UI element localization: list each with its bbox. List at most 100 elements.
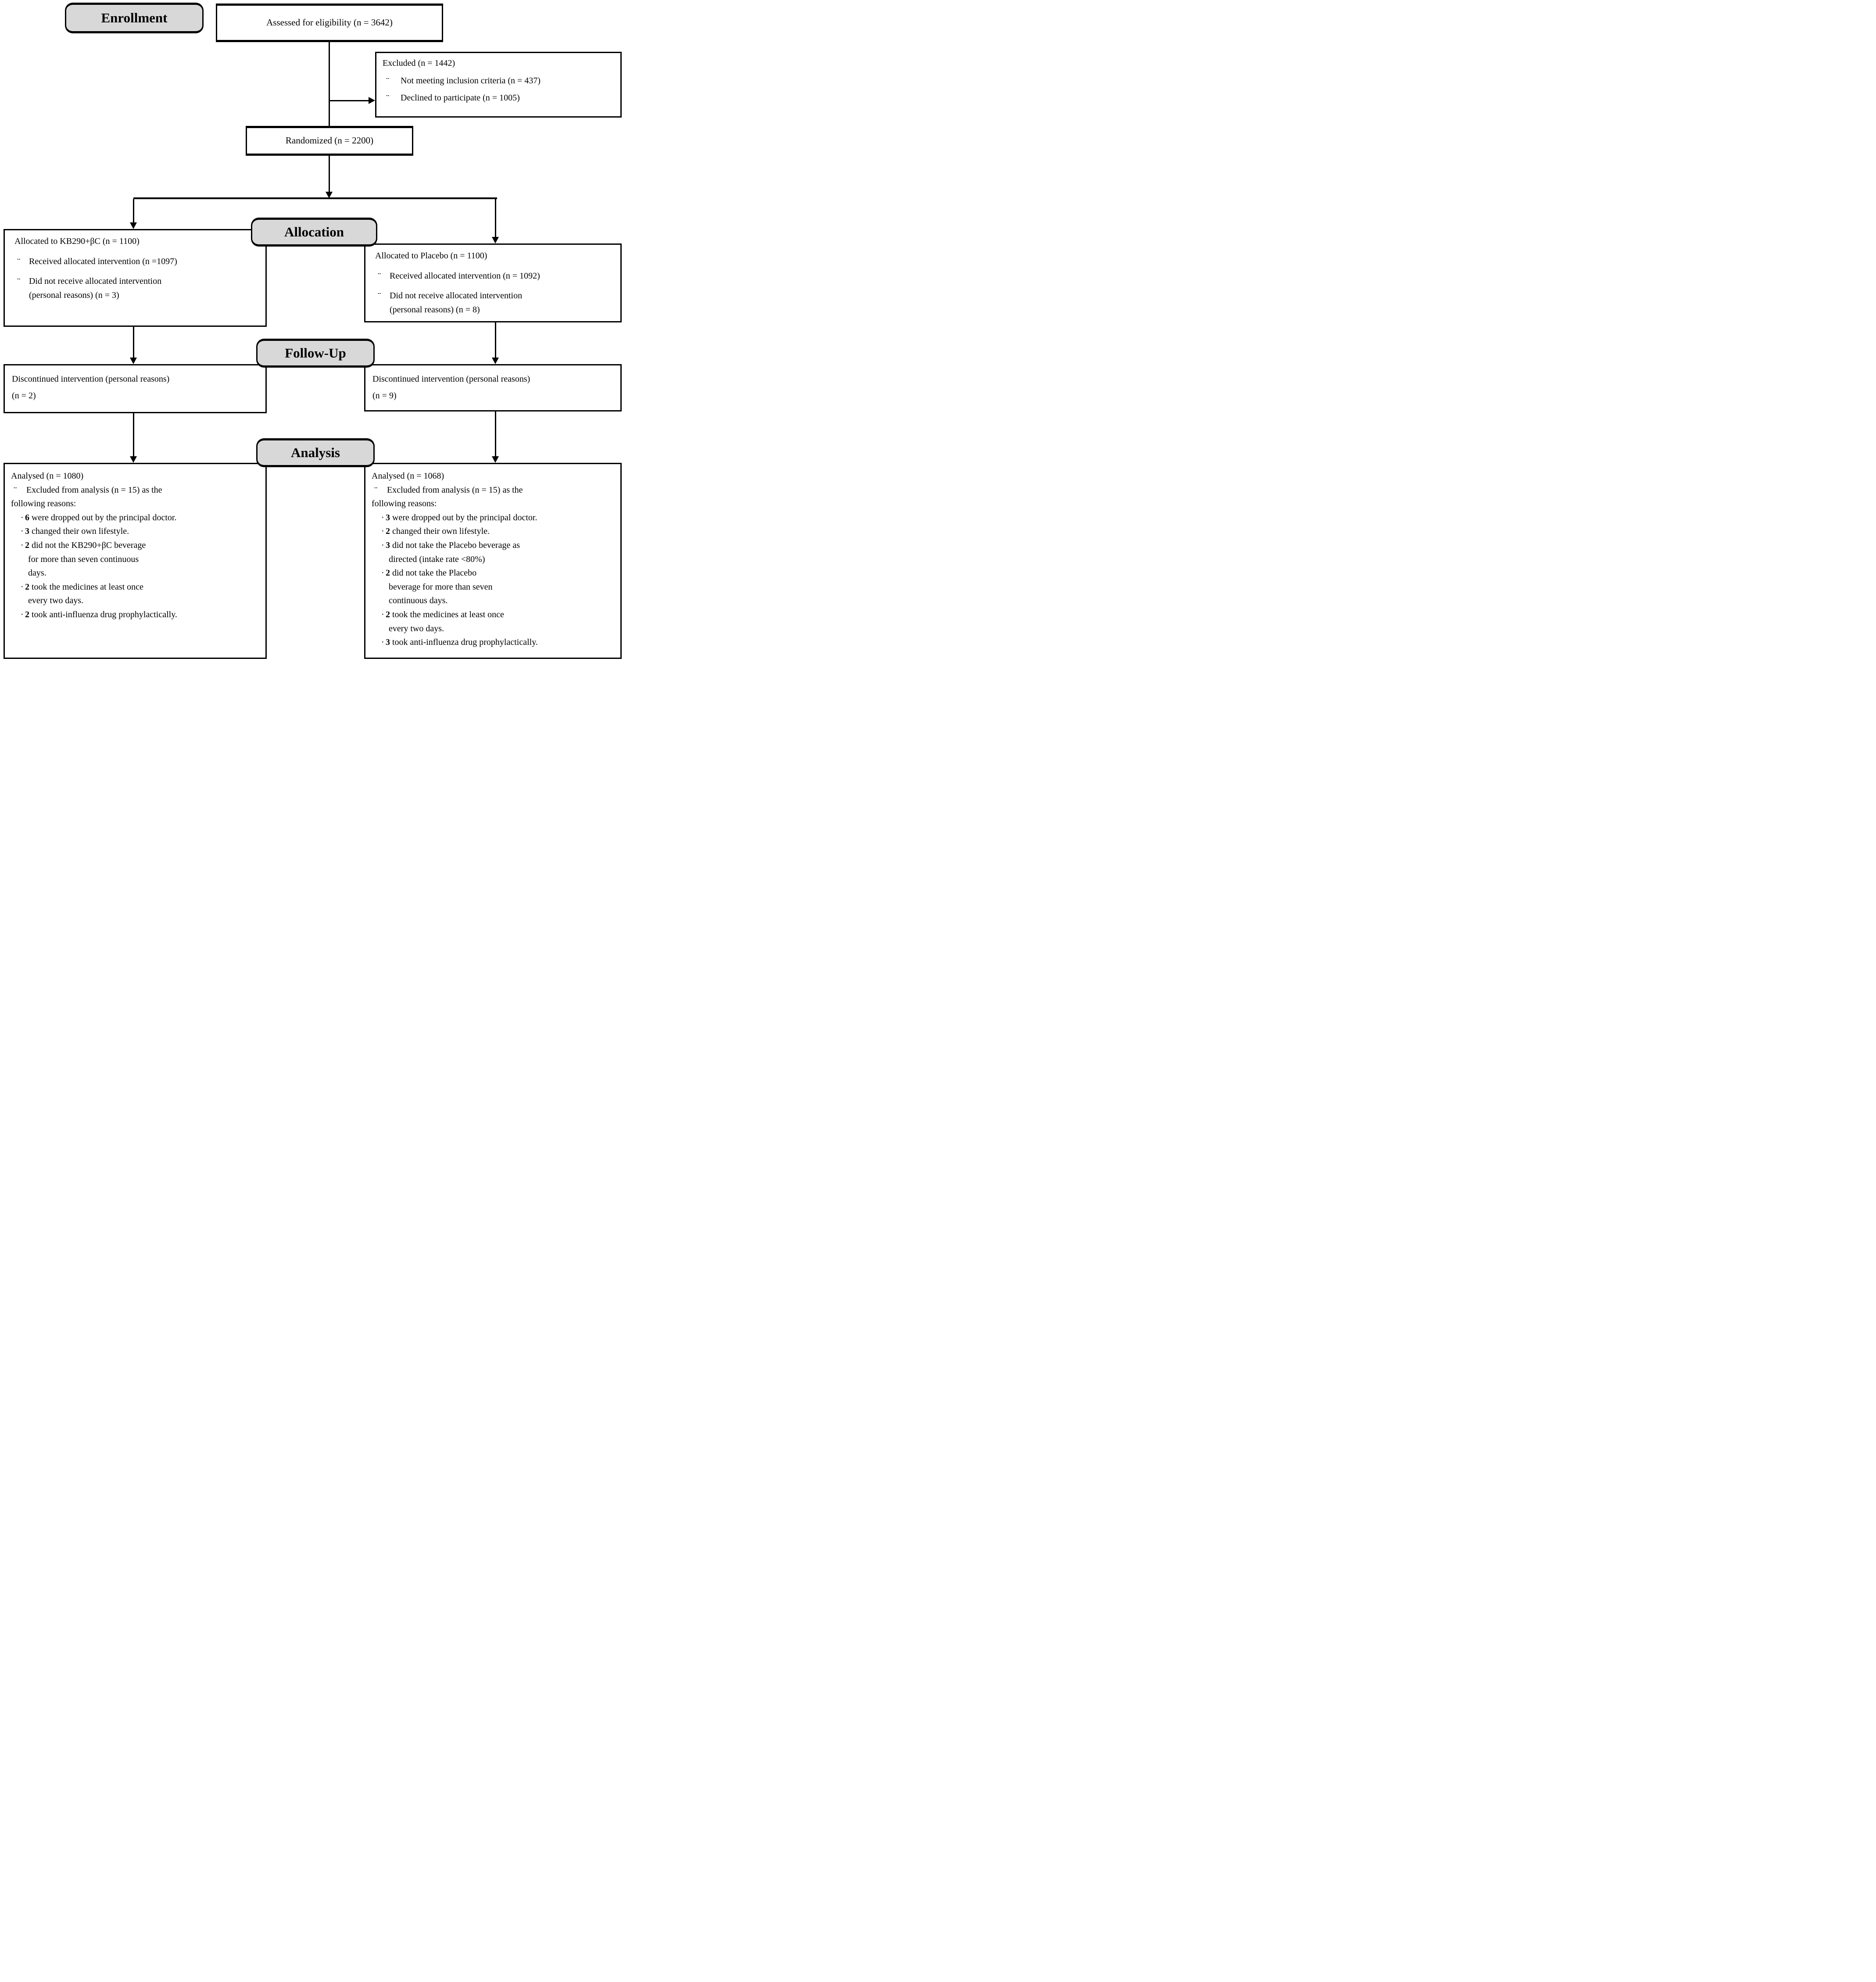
dot-bullet-icon: · — [21, 526, 24, 537]
connector-assessed-to-randomized — [329, 42, 330, 126]
reason-text: did not take the Placebo — [390, 568, 477, 578]
reason-count: 6 — [25, 512, 29, 522]
analysis-left-excluded: ¨ Excluded from analysis (n = 15) as the — [5, 483, 265, 497]
dot-bullet-icon: · — [21, 582, 24, 592]
reason-count: 2 — [386, 609, 390, 619]
followup-right-line1: Discontinued intervention (personal reas… — [372, 374, 530, 384]
analysis-reason-cont: every two days. — [28, 596, 84, 606]
connector-to-excluded — [329, 100, 369, 101]
dieresis-bullet-icon: ¨ — [378, 270, 381, 282]
analysis-right-box: Analysed (n = 1068) ¨ Excluded from anal… — [364, 463, 622, 659]
dot-bullet-icon: · — [381, 568, 384, 578]
arrowhead-analysis-right — [492, 456, 499, 463]
arrowhead-excluded — [369, 97, 375, 104]
reason-text: did not the KB290+βC beverage — [29, 540, 146, 550]
allocation-right-item-text: Did not receive allocated intervention — [390, 291, 523, 301]
arrowhead-alloc-left — [130, 222, 137, 229]
analysis-left-excluded-text: Excluded from analysis (n = 15) as the — [26, 485, 162, 495]
analysis-reason: ·6 were dropped out by the principal doc… — [5, 511, 265, 525]
reason-text: took anti-influenza drug prophylacticall… — [29, 609, 177, 619]
randomized-box: Randomized (n = 2200) — [246, 126, 413, 156]
allocation-left-item-text: Received allocated intervention (n =1097… — [29, 256, 177, 266]
connector-randomized-to-branch — [329, 156, 330, 193]
analysis-right-excluded-text: Excluded from analysis (n = 15) as the — [387, 485, 523, 495]
arrowhead-branch — [326, 192, 333, 198]
arrowhead-followup-right — [492, 358, 499, 364]
analysis-reason: ·2 did not the KB290+βC beverage — [5, 539, 265, 553]
analysis-right-excluded-cont: following reasons: — [372, 499, 437, 509]
reason-text: took the medicines at least once — [390, 609, 504, 619]
analysis-label-text: Analysis — [291, 445, 340, 460]
analysis-left-excluded-cont: following reasons: — [11, 499, 76, 509]
reason-text: changed their own lifestyle. — [390, 526, 490, 537]
reason-text: took anti-influenza drug prophylacticall… — [390, 637, 538, 648]
followup-label: Follow-Up — [256, 339, 375, 368]
reason-count: 2 — [25, 609, 29, 619]
followup-right-box: Discontinued intervention (personal reas… — [364, 364, 622, 411]
reason-count: 2 — [25, 540, 29, 550]
reason-count: 2 — [25, 582, 29, 592]
dieresis-bullet-icon: ¨ — [386, 75, 390, 86]
analysis-reason: ·2 took the medicines at least once — [5, 580, 265, 594]
connector-branch-to-alloc-left — [133, 199, 134, 222]
analysis-reason: ·2 changed their own lifestyle. — [365, 525, 620, 539]
dieresis-bullet-icon: ¨ — [378, 290, 381, 302]
allocation-right-item: ¨ Did not receive allocated intervention — [365, 289, 620, 303]
excluded-item: ¨ Not meeting inclusion criteria (n = 43… — [376, 74, 620, 88]
allocation-left-item: ¨ Received allocated intervention (n =10… — [5, 255, 265, 269]
randomized-text: Randomized (n = 2200) — [285, 135, 374, 146]
reason-count: 2 — [386, 526, 390, 537]
connector-followup-to-analysis-left — [133, 413, 134, 456]
allocation-left-item-text: Did not receive allocated intervention — [29, 276, 162, 286]
reason-text: were dropped out by the principal doctor… — [29, 512, 177, 522]
analysis-reason: ·3 were dropped out by the principal doc… — [365, 511, 620, 525]
assessed-box: Assessed for eligibility (n = 3642) — [216, 4, 443, 42]
allocation-right-box: Allocated to Placebo (n = 1100) ¨ Receiv… — [364, 243, 622, 322]
dieresis-bullet-icon: ¨ — [17, 256, 21, 267]
analysis-right-excluded: ¨ Excluded from analysis (n = 15) as the — [365, 483, 620, 497]
analysis-left-box: Analysed (n = 1080) ¨ Excluded from anal… — [4, 463, 267, 659]
excluded-item-text: Not meeting inclusion criteria (n = 437) — [401, 75, 541, 86]
analysis-reason: ·3 changed their own lifestyle. — [5, 525, 265, 539]
dieresis-bullet-icon: ¨ — [374, 484, 378, 496]
reason-count: 3 — [386, 637, 390, 648]
reason-count: 2 — [386, 568, 390, 578]
analysis-reason-cont: continuous days. — [389, 596, 448, 606]
dot-bullet-icon: · — [381, 526, 384, 537]
reason-count: 3 — [386, 512, 390, 522]
analysis-reason-cont: directed (intake rate <80%) — [389, 554, 485, 564]
allocation-left-box: Allocated to KB290+βC (n = 1100) ¨ Recei… — [4, 229, 267, 327]
analysis-reason-cont: beverage for more than seven — [389, 582, 493, 592]
dot-bullet-icon: · — [21, 540, 24, 550]
connector-branch-to-alloc-right — [495, 199, 496, 237]
allocation-left-item-cont: (personal reasons) (n = 3) — [29, 290, 119, 300]
consort-flow-diagram: Enrollment Allocation Follow-Up Analysis… — [0, 0, 625, 661]
allocation-right-item-text: Received allocated intervention (n = 109… — [390, 271, 540, 281]
branch-line — [133, 197, 497, 199]
reason-text: did not take the Placebo beverage as — [390, 540, 520, 550]
followup-right-line2: (n = 9) — [372, 391, 397, 401]
analysis-reason: ·3 did not take the Placebo beverage as — [365, 539, 620, 553]
excluded-box: Excluded (n = 1442) ¨ Not meeting inclus… — [375, 52, 622, 118]
dot-bullet-icon: · — [381, 637, 384, 648]
analysis-reason: ·2 took anti-influenza drug prophylactic… — [5, 608, 265, 622]
reason-text: were dropped out by the principal doctor… — [390, 512, 537, 522]
excluded-item: ¨ Declined to participate (n = 1005) — [376, 91, 620, 105]
analysis-reason-cont: for more than seven continuous — [28, 554, 139, 564]
allocation-right-item-cont: (personal reasons) (n = 8) — [390, 304, 480, 315]
connector-alloc-to-followup-right — [495, 322, 496, 358]
dot-bullet-icon: · — [381, 512, 384, 522]
reason-count: 3 — [25, 526, 29, 537]
excluded-item-text: Declined to participate (n = 1005) — [401, 93, 520, 103]
followup-label-text: Follow-Up — [285, 345, 346, 361]
dot-bullet-icon: · — [21, 512, 24, 522]
arrowhead-alloc-right — [492, 237, 499, 243]
arrowhead-analysis-left — [130, 456, 137, 463]
dieresis-bullet-icon: ¨ — [17, 276, 21, 287]
assessed-text: Assessed for eligibility (n = 3642) — [266, 17, 393, 28]
analysis-reason: ·2 took the medicines at least once — [365, 608, 620, 622]
dot-bullet-icon: · — [381, 609, 384, 619]
reason-text: took the medicines at least once — [29, 582, 143, 592]
followup-left-line2: (n = 2) — [12, 391, 36, 401]
reason-text: changed their own lifestyle. — [29, 526, 129, 537]
